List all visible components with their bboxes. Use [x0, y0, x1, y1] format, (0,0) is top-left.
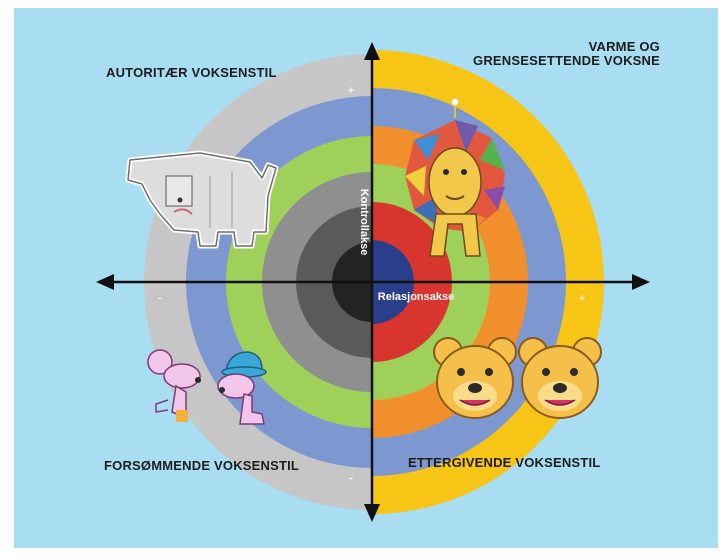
elephant-illustration	[125, 150, 279, 249]
top-plus-sign: +	[347, 83, 354, 97]
label-authoritarian: AUTORITÆR VOKSENSTIL	[106, 65, 277, 80]
vertical-axis-label: Kontrollakse	[358, 189, 370, 256]
bear-right-illustration	[518, 337, 602, 419]
label-permissive: ETTERGIVENDE VOKSENSTIL	[408, 455, 601, 470]
label-warm-boundary-line2: GRENSESETTENDE VOKSNE	[473, 53, 660, 68]
left-minus-sign: -	[158, 290, 162, 305]
label-neglectful: FORSØMMENDE VOKSENSTIL	[104, 458, 300, 473]
mouse-blue-hat-illustration	[217, 351, 267, 425]
horizontal-axis-label: Relasjonsakse	[378, 291, 454, 303]
label-warm-boundary-line1: VARME OG	[588, 39, 660, 54]
axes	[96, 42, 650, 522]
right-plus-sign: +	[578, 291, 585, 305]
mouse-pink-illustration	[147, 349, 201, 422]
bottom-minus-sign: -	[349, 470, 353, 485]
bear-left-illustration	[433, 337, 517, 419]
horizontal-axis-arrow-left	[96, 274, 114, 290]
vertical-axis-arrow-top	[364, 42, 380, 60]
vertical-axis-arrow-bottom	[364, 504, 380, 522]
horizontal-axis-arrow-right	[632, 274, 650, 290]
lion-illustration	[405, 97, 505, 257]
